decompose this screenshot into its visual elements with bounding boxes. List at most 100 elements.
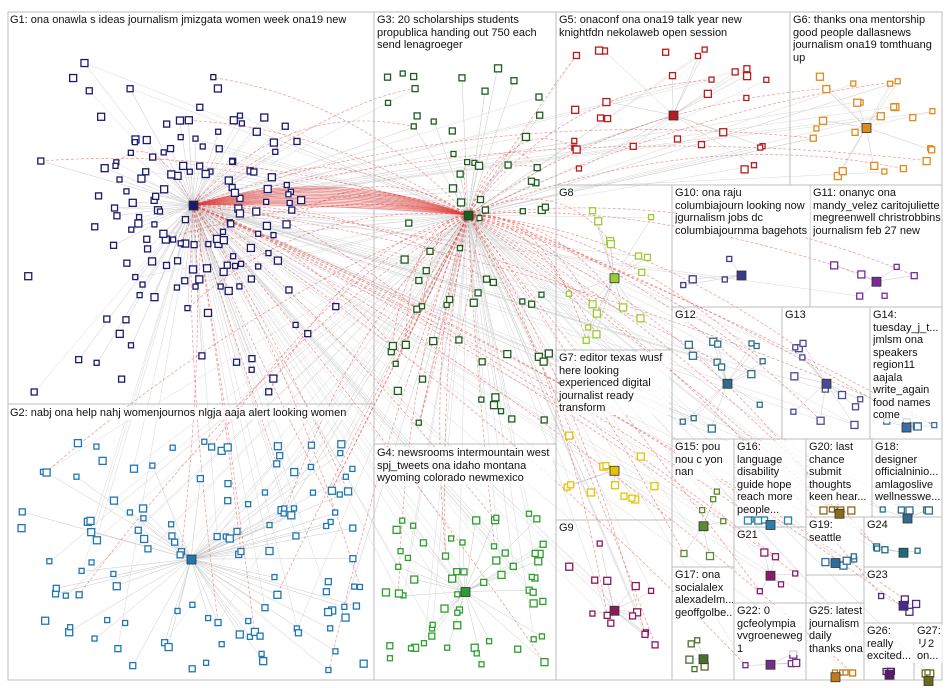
node-g4 [540, 657, 549, 667]
edge [190, 500, 228, 560]
edge [408, 558, 466, 592]
node-g1 [263, 184, 272, 194]
edge [588, 277, 615, 329]
node-g1 [215, 128, 222, 135]
node-g2 [294, 629, 303, 637]
edge [467, 214, 535, 640]
node-g11 [857, 270, 866, 279]
node-g2 [261, 489, 269, 496]
node-g15 [720, 518, 727, 525]
node-g2 [273, 442, 283, 451]
edge [192, 102, 857, 206]
node-g2 [349, 465, 356, 473]
node-g1 [123, 188, 130, 195]
node-g1 [281, 122, 289, 130]
node-g2 [276, 451, 284, 460]
node-g3 [482, 275, 491, 283]
node-g8 [634, 252, 643, 260]
node-g2 [126, 509, 134, 516]
group-label-g7: G7: editor texas wusf here looking exper… [559, 352, 669, 415]
node-g7 [610, 481, 620, 490]
edge [190, 522, 332, 560]
edge [865, 84, 891, 128]
node-g2 [273, 590, 282, 599]
node-g5 [694, 52, 702, 60]
edge [190, 558, 330, 671]
node-g1 [128, 226, 135, 233]
node-g15 [710, 496, 717, 503]
node-g2 [280, 510, 287, 517]
node-g1 [162, 261, 171, 270]
hub-node-g9 [609, 605, 620, 616]
node-g1 [213, 84, 223, 93]
node-g1 [100, 164, 109, 173]
node-g3 [393, 386, 403, 396]
edge [467, 214, 571, 485]
node-g3 [445, 295, 454, 304]
node-g2 [266, 521, 273, 529]
node-g12 [747, 369, 756, 379]
node-g1 [160, 185, 169, 194]
edge [192, 204, 270, 551]
node-g4 [460, 568, 468, 576]
node-g1 [304, 329, 312, 338]
edge [467, 214, 483, 401]
node-g3 [474, 161, 484, 170]
edge [131, 204, 194, 346]
node-g4 [410, 522, 417, 529]
node-g9 [591, 576, 599, 584]
node-g11 [910, 272, 918, 280]
node-g6 [853, 98, 862, 107]
edge [171, 524, 192, 560]
edge [192, 204, 424, 543]
edge [192, 204, 601, 545]
edge [22, 511, 192, 560]
edge [467, 83, 854, 216]
edge [802, 343, 827, 384]
node-g1 [85, 87, 93, 95]
node-g1 [196, 103, 204, 111]
node-g17 [687, 640, 695, 648]
node-g4 [490, 543, 498, 550]
node-g1 [173, 257, 182, 265]
node-g5 [719, 128, 728, 137]
edge [467, 81, 899, 216]
node-g1 [198, 352, 206, 360]
group-label-g16: G16: language disability guide hope reac… [737, 441, 805, 516]
node-g2 [138, 504, 148, 513]
edge [131, 153, 194, 206]
edge [467, 115, 881, 216]
node-g2 [342, 473, 350, 480]
group-label-g2: G2: nabj ona help nahj womenjournos nlgj… [10, 407, 347, 420]
node-g10 [721, 276, 728, 283]
node-g5 [757, 144, 764, 151]
group-label-g3: G3: 20 scholarships students propublica … [377, 14, 553, 52]
node-g1 [296, 196, 306, 205]
edge [672, 114, 755, 166]
node-g1 [224, 286, 233, 296]
edge [164, 558, 192, 643]
node-g3 [519, 208, 526, 215]
edge [875, 275, 915, 282]
node-g9 [631, 581, 640, 591]
edge [464, 591, 545, 662]
edge [192, 204, 570, 295]
edge [192, 204, 764, 553]
edge [113, 214, 469, 501]
edge [192, 126, 415, 206]
edge [422, 214, 469, 380]
node-g1 [248, 366, 255, 373]
node-g1 [205, 240, 212, 248]
node-g13 [790, 408, 797, 415]
node-g23 [877, 592, 885, 600]
edge [190, 477, 347, 560]
edge [597, 220, 615, 278]
edge [190, 558, 276, 578]
node-g1 [126, 85, 134, 93]
node-g9 [647, 587, 655, 595]
highlighted-edge [192, 204, 905, 600]
highlighted-edge [467, 138, 576, 216]
highlighted-edge [192, 202, 469, 216]
node-g2 [341, 613, 350, 622]
highlighted-edge [192, 204, 348, 492]
